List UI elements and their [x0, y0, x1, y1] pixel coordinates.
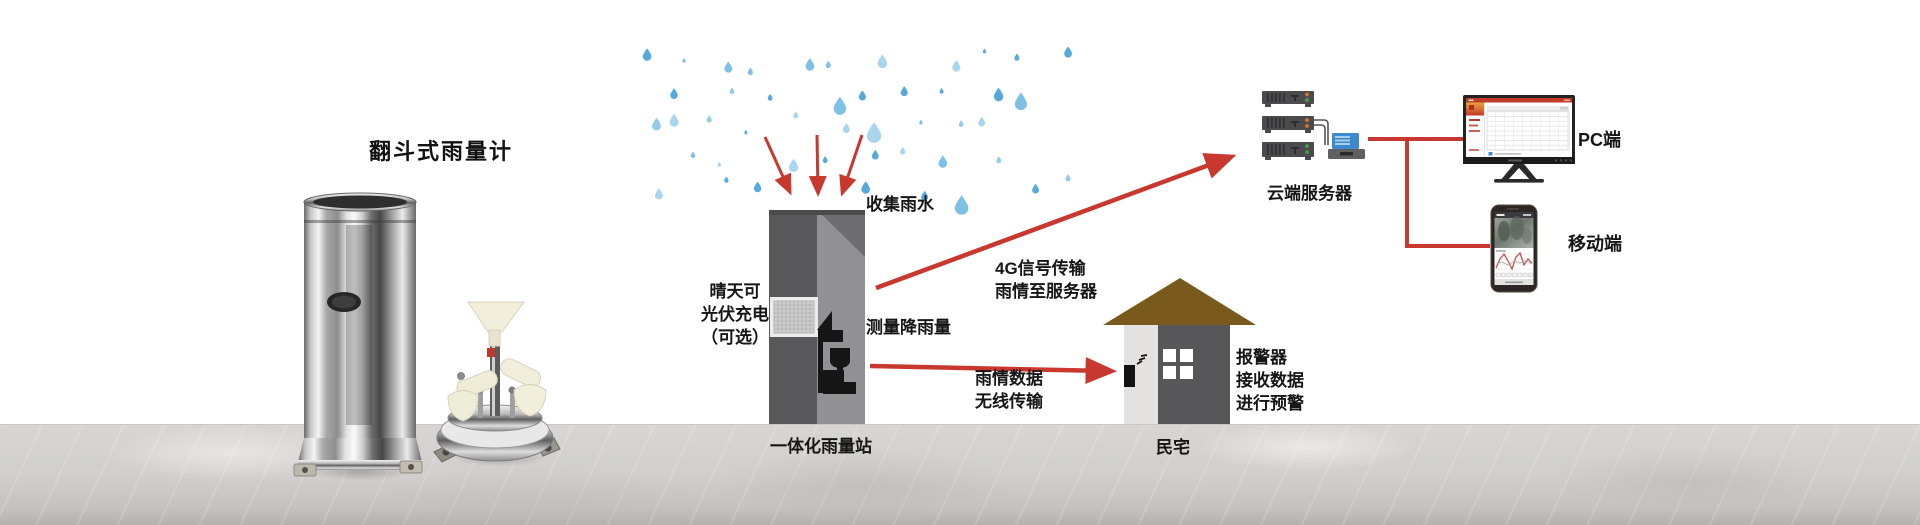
- label-station-caption: 一体化雨量站: [770, 437, 872, 456]
- rain-gauge-photo: [293, 192, 561, 477]
- label-pc: PC端: [1578, 130, 1622, 150]
- network-switch: [1328, 133, 1365, 159]
- label-solar-option: 晴天可 光伏充电 （可选）: [699, 280, 771, 349]
- house-roof: [1103, 278, 1256, 325]
- raindrops: [642, 46, 1073, 215]
- station-tower: [769, 210, 865, 424]
- monitor-screen: [1466, 98, 1572, 158]
- label-alarm-line3: 进行预警: [1236, 394, 1304, 413]
- label-wireless-line2: 无线传输: [975, 392, 1043, 411]
- label-mobile: 移动端: [1568, 234, 1622, 254]
- house-window: [1163, 349, 1193, 379]
- label-wireless-line1: 雨情数据: [975, 369, 1043, 388]
- pc-monitor-illustration: [1463, 95, 1575, 183]
- label-4g-transmission: 4G信号传输 雨情至服务器: [995, 257, 1097, 303]
- label-solar-line2: 光伏充电: [701, 305, 769, 324]
- label-house-caption: 民宅: [1156, 438, 1190, 457]
- phone-app-content: [1494, 212, 1534, 285]
- solar-panel: [770, 297, 818, 337]
- server-units: [1262, 91, 1314, 160]
- server-cables: [1314, 119, 1329, 145]
- alarm-device: [1124, 365, 1135, 387]
- monitor-stand: [1463, 157, 1575, 183]
- label-cloud-server: 云端服务器: [1267, 184, 1352, 203]
- mobile-phone-illustration: [1490, 204, 1538, 293]
- label-solar-line1: 晴天可: [709, 282, 761, 301]
- cloud-server-illustration: [1262, 91, 1365, 160]
- label-4g-line2: 雨情至服务器: [995, 282, 1097, 301]
- label-wireless-data: 雨情数据 无线传输: [975, 367, 1043, 413]
- station-mechanism-silhouette: [817, 311, 856, 394]
- house-illustration: [1103, 278, 1256, 424]
- page-title: 翻斗式雨量计: [369, 139, 514, 164]
- label-alarm: 报警器 接收数据 进行预警: [1236, 346, 1304, 415]
- label-4g-line1: 4G信号传输: [995, 259, 1086, 278]
- alarm-signal-icon: [1136, 354, 1148, 365]
- label-alarm-line2: 接收数据: [1236, 371, 1304, 390]
- gauge-cylinder: [293, 192, 423, 477]
- label-alarm-line1: 报警器: [1236, 348, 1287, 367]
- label-collect-rain: 收集雨水: [866, 195, 934, 214]
- label-solar-line3: （可选）: [701, 328, 769, 347]
- label-measure-rain: 测量降雨量: [866, 318, 951, 337]
- gauge-tipping-mechanism: [433, 301, 561, 463]
